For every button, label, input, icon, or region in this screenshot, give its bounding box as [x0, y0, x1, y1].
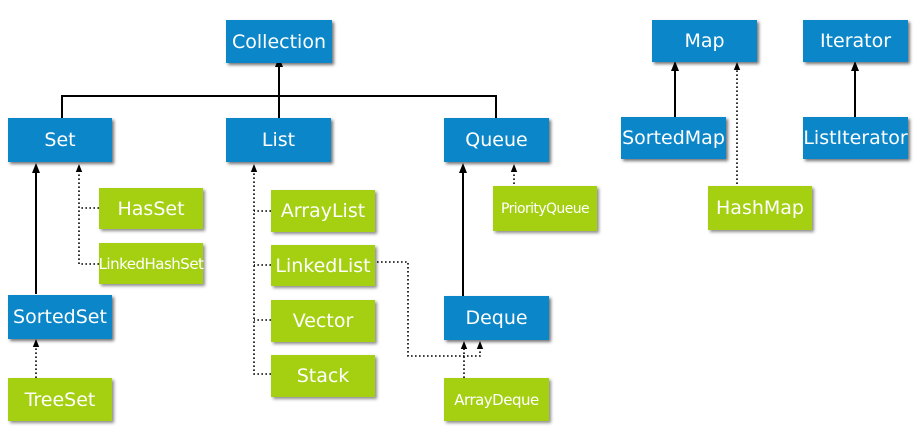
treeset-node: TreeSet	[8, 378, 112, 421]
edge-stack-list	[250, 164, 271, 375]
set-node: Set	[8, 118, 112, 162]
listiterator-node: ListIterator	[803, 117, 908, 159]
edge-linkedhashset-set	[75, 164, 99, 265]
iterator-node: Iterator	[803, 20, 908, 62]
stack-node: Stack	[271, 355, 375, 397]
arraydeque-node: ArrayDeque	[444, 378, 549, 421]
sortedset-node: SortedSet	[8, 295, 112, 339]
hasset-node: HasSet	[99, 188, 203, 229]
sortedmap-node: SortedMap	[621, 117, 726, 159]
linkedhashset-node: LinkedHashSet	[99, 243, 204, 284]
arraylist-node: ArrayList	[271, 190, 375, 232]
edge-linkedlist-deque	[373, 261, 484, 357]
deque-node: Deque	[444, 296, 549, 340]
queue-node: Queue	[444, 118, 549, 162]
priorityqueue-node: PriorityQueue	[493, 186, 597, 231]
list-node: List	[226, 118, 331, 162]
map-node: Map	[652, 20, 757, 62]
hashmap-node: HashMap	[708, 186, 812, 230]
collection-node: Collection	[226, 20, 332, 63]
linkedlist-node: LinkedList	[271, 245, 375, 286]
vector-node: Vector	[271, 300, 375, 342]
